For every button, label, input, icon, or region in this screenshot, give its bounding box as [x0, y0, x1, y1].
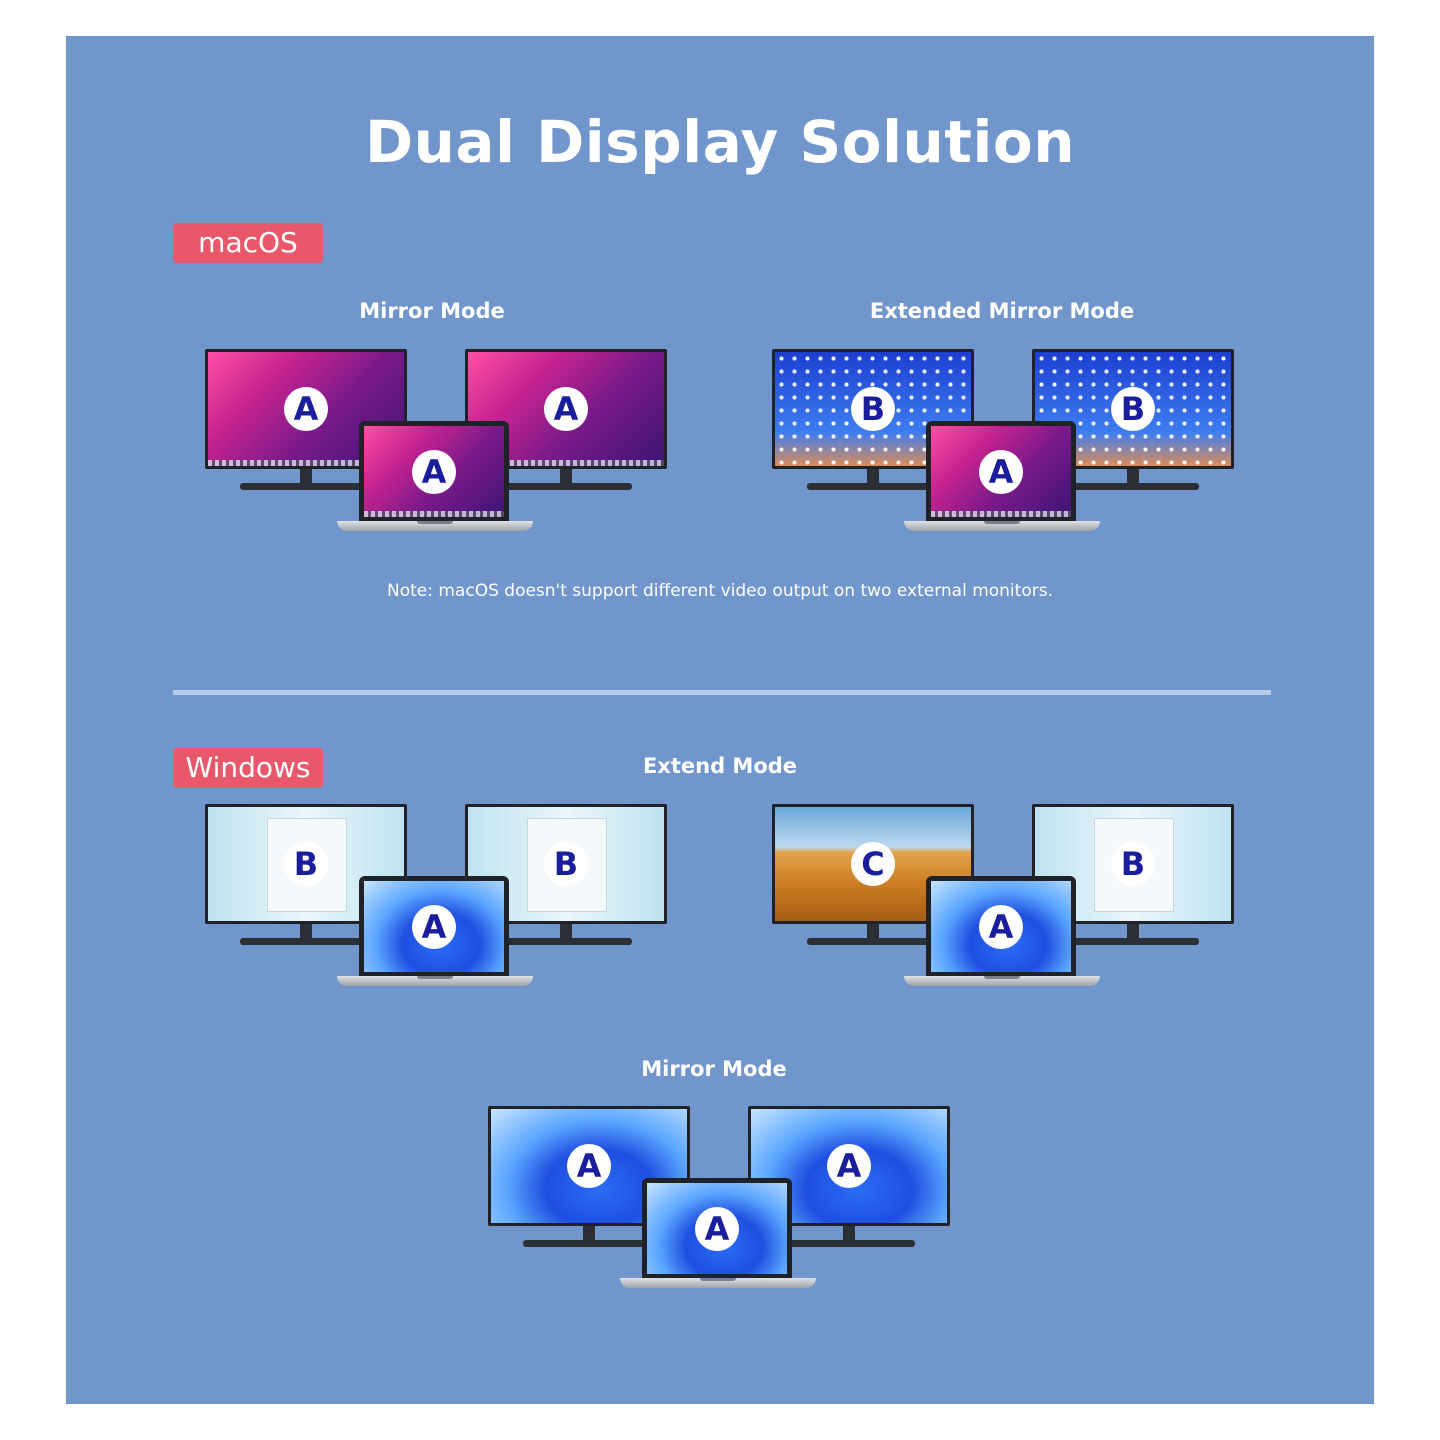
laptop: A [337, 876, 533, 994]
display-badge: B [1111, 387, 1155, 431]
display-badge: B [544, 842, 588, 886]
display-badge: A [827, 1144, 871, 1188]
section-divider [173, 690, 1271, 695]
win-mirror-mode-title: Mirror Mode [641, 1057, 787, 1081]
laptop: A [337, 421, 533, 539]
display-badge: A [412, 449, 456, 494]
display-badge: B [851, 387, 895, 431]
external-monitor-left: B [772, 349, 974, 490]
external-monitor-left: A [488, 1106, 690, 1247]
display-badge: A [979, 449, 1023, 494]
external-monitor-right: B [465, 804, 667, 945]
mac-mirror-setup: A A A [205, 349, 667, 541]
win-mirror-setup: A A A [488, 1106, 950, 1298]
display-badge: A [567, 1144, 611, 1188]
display-badge: A [979, 904, 1023, 949]
macos-tag: macOS [173, 223, 323, 263]
page-title: Dual Display Solution [365, 108, 1075, 176]
windows-tag: Windows [173, 748, 323, 788]
external-monitor-left: A [205, 349, 407, 490]
external-monitor-right: B [1032, 804, 1234, 945]
laptop: A [904, 421, 1100, 539]
laptop: A [620, 1178, 816, 1296]
macos-note: Note: macOS doesn't support different vi… [387, 581, 1053, 601]
display-badge: A [412, 904, 456, 949]
win-extend-mode-title: Extend Mode [642, 754, 798, 778]
content-panel: Dual Display Solution macOS Mirror Mode … [66, 36, 1374, 1404]
display-badge: B [284, 842, 328, 886]
laptop: A [904, 876, 1100, 994]
display-badge: A [284, 387, 328, 431]
mac-extended-mirror-mode-title: Extended Mirror Mode [869, 299, 1135, 323]
mac-extended-mirror-setup: B B A [772, 349, 1234, 541]
display-badge: B [1111, 842, 1155, 886]
display-badge: C [851, 842, 895, 886]
win-extend-setup-1: B B A [205, 804, 667, 996]
display-badge: A [695, 1206, 739, 1251]
display-badge: A [544, 387, 588, 431]
win-extend-setup-2: C B A [772, 804, 1234, 996]
mac-mirror-mode-title: Mirror Mode [359, 299, 505, 323]
